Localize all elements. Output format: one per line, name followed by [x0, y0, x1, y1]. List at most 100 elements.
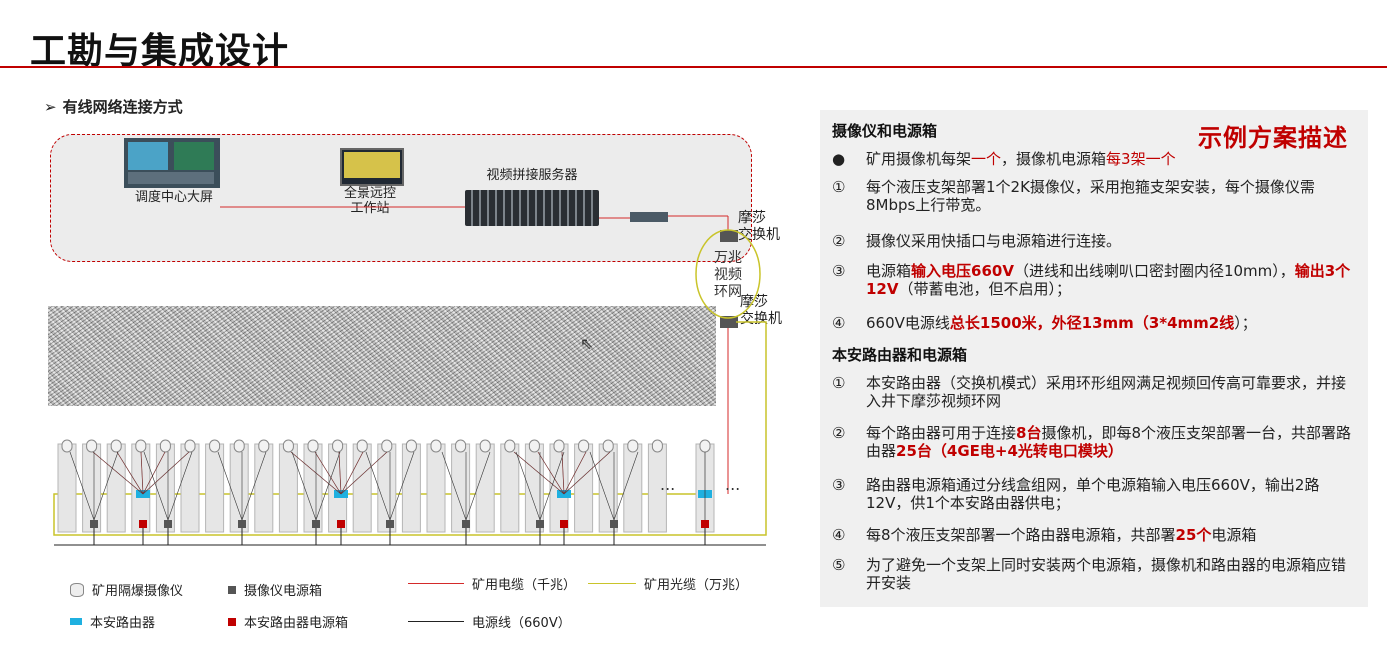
camera-link-cable: [340, 451, 364, 495]
camera-icon: [381, 439, 393, 453]
camera-power-link: [291, 451, 317, 521]
camera-power-link: [465, 451, 491, 521]
camera-icon: [651, 439, 663, 453]
fiber-ring: [695, 229, 761, 319]
hydraulic-support: [623, 443, 643, 533]
page-title: 工勘与集成设计: [30, 31, 290, 72]
legend-camera-power-label: 摄像仪电源箱: [244, 584, 323, 599]
ring-network-label: 万兆 视频 环网: [714, 250, 742, 300]
camera-power-link: [93, 451, 119, 521]
hydraulic-support: [500, 443, 520, 533]
camera-link-cable: [563, 451, 587, 495]
camera-power-link: [143, 451, 169, 521]
moxa-switch-top-icon: [720, 230, 738, 242]
camera-power-link: [389, 451, 415, 521]
camera-icon: [578, 439, 590, 453]
camera-power-link: [365, 451, 391, 521]
camera-power-icon: [462, 520, 470, 528]
camera-link-cable: [92, 451, 144, 495]
camera-power-icon: [610, 520, 618, 528]
pixelated-mine-image: [48, 306, 716, 406]
hydraulic-support: [451, 443, 471, 533]
camera-icon: [282, 439, 294, 453]
hydraulic-support: [303, 443, 323, 533]
camera-icon: [627, 439, 639, 453]
legend-fiber-label: 矿用光缆（万兆）: [644, 578, 749, 593]
camera-link-cable: [142, 451, 166, 495]
camera-icon: [86, 439, 98, 453]
moxa-switch-bottom-icon: [720, 316, 738, 328]
server-label: 视频拼接服务器: [486, 168, 578, 183]
camera-icon: [258, 439, 270, 453]
hydraulic-supports: [57, 439, 715, 545]
camera-power-icon: [90, 520, 98, 528]
camera-link-cable: [140, 451, 144, 495]
camera-item-4: ④ 660V电源线总长1500米，外径13mm（3*4mm2线）；: [832, 314, 1257, 332]
scheme-description-panel: 示例方案描述 摄像仪和电源箱 ● 矿用摄像机每架一个，摄像机电源箱每3架一个 ①…: [820, 110, 1368, 607]
heading-router-power: 本安路由器和电源箱: [832, 346, 968, 364]
network-diagram: ... ...: [53, 206, 767, 546]
fiber-line-icon: [588, 583, 636, 584]
camera-power-link: [167, 451, 193, 521]
legend-router-power-label: 本安路由器电源箱: [244, 616, 349, 631]
camera-power-link: [217, 451, 243, 521]
camera-icon: [405, 439, 417, 453]
camera-power-link: [315, 451, 341, 521]
camera-link-cable: [338, 451, 342, 495]
camera-link-cable: [116, 451, 144, 495]
hydraulic-support: [155, 443, 175, 533]
camera-icon: [159, 439, 171, 453]
mouse-cursor-icon: ⇖: [580, 334, 594, 353]
hydraulic-support: [352, 443, 372, 533]
legend-power-line-label: 电源线（660V）: [472, 616, 571, 631]
camera-power-icon: [228, 585, 236, 594]
example-title: 示例方案描述: [1198, 124, 1348, 152]
router-power-icon: [139, 520, 147, 528]
hydraulic-support: [377, 443, 397, 533]
camera-icon: [135, 439, 147, 453]
camera-icon: [553, 439, 565, 453]
legend-cable-label: 矿用电缆（千兆）: [472, 578, 577, 593]
ellipsis-2: ...: [725, 475, 740, 494]
bullet-mark: ●: [832, 150, 846, 168]
router-power-icon: [560, 520, 568, 528]
camera-icon: [110, 439, 122, 453]
legend-power-line: 电源线（660V）: [408, 612, 571, 631]
section-heading: ➢有线网络连接方式: [44, 96, 183, 117]
camera-item-3: ③ 电源箱输入电压660V（进线和出线喇叭口密封圈内径10mm），输出3个12V…: [832, 262, 1351, 298]
camera-icon: [479, 439, 491, 453]
power-line-icon: [408, 621, 464, 622]
camera-power-link: [69, 451, 95, 521]
stitching-server-image: [465, 190, 599, 226]
switch-top-label: 摩莎 交换机: [738, 210, 780, 243]
camera-icon: [455, 439, 467, 453]
camera-power-link: [539, 451, 565, 521]
hydraulic-support: [254, 443, 274, 533]
camera-link-cable: [537, 451, 565, 495]
title-divider: [0, 66, 1387, 68]
router-item-4: ④ 每8个液压支架部署一个路由器电源箱，共部署25个电源箱: [832, 526, 1257, 544]
router-icon: [70, 618, 82, 625]
camera-power-icon: [386, 520, 394, 528]
camera-power-icon: [164, 520, 172, 528]
hydraulic-support: [131, 443, 151, 533]
camera-link-cable: [314, 451, 342, 495]
camera-power-icon: [312, 520, 320, 528]
camera-icon: [699, 439, 711, 453]
router-power-icon: [701, 520, 709, 528]
camera-icon: [356, 439, 368, 453]
bullet-item: ● 矿用摄像机每架一个，摄像机电源箱每3架一个: [832, 150, 1176, 168]
camera-icon: [61, 439, 73, 453]
camera-icon: [504, 439, 516, 453]
section-title: 有线网络连接方式: [62, 98, 183, 116]
legend-fiber: 矿用光缆（万兆）: [588, 574, 748, 593]
workstation-monitor-image: [340, 148, 404, 186]
camera-power-link: [441, 451, 467, 521]
camera-link-cable: [513, 451, 565, 495]
camera-icon: [307, 439, 319, 453]
camera-power-link: [515, 451, 541, 521]
